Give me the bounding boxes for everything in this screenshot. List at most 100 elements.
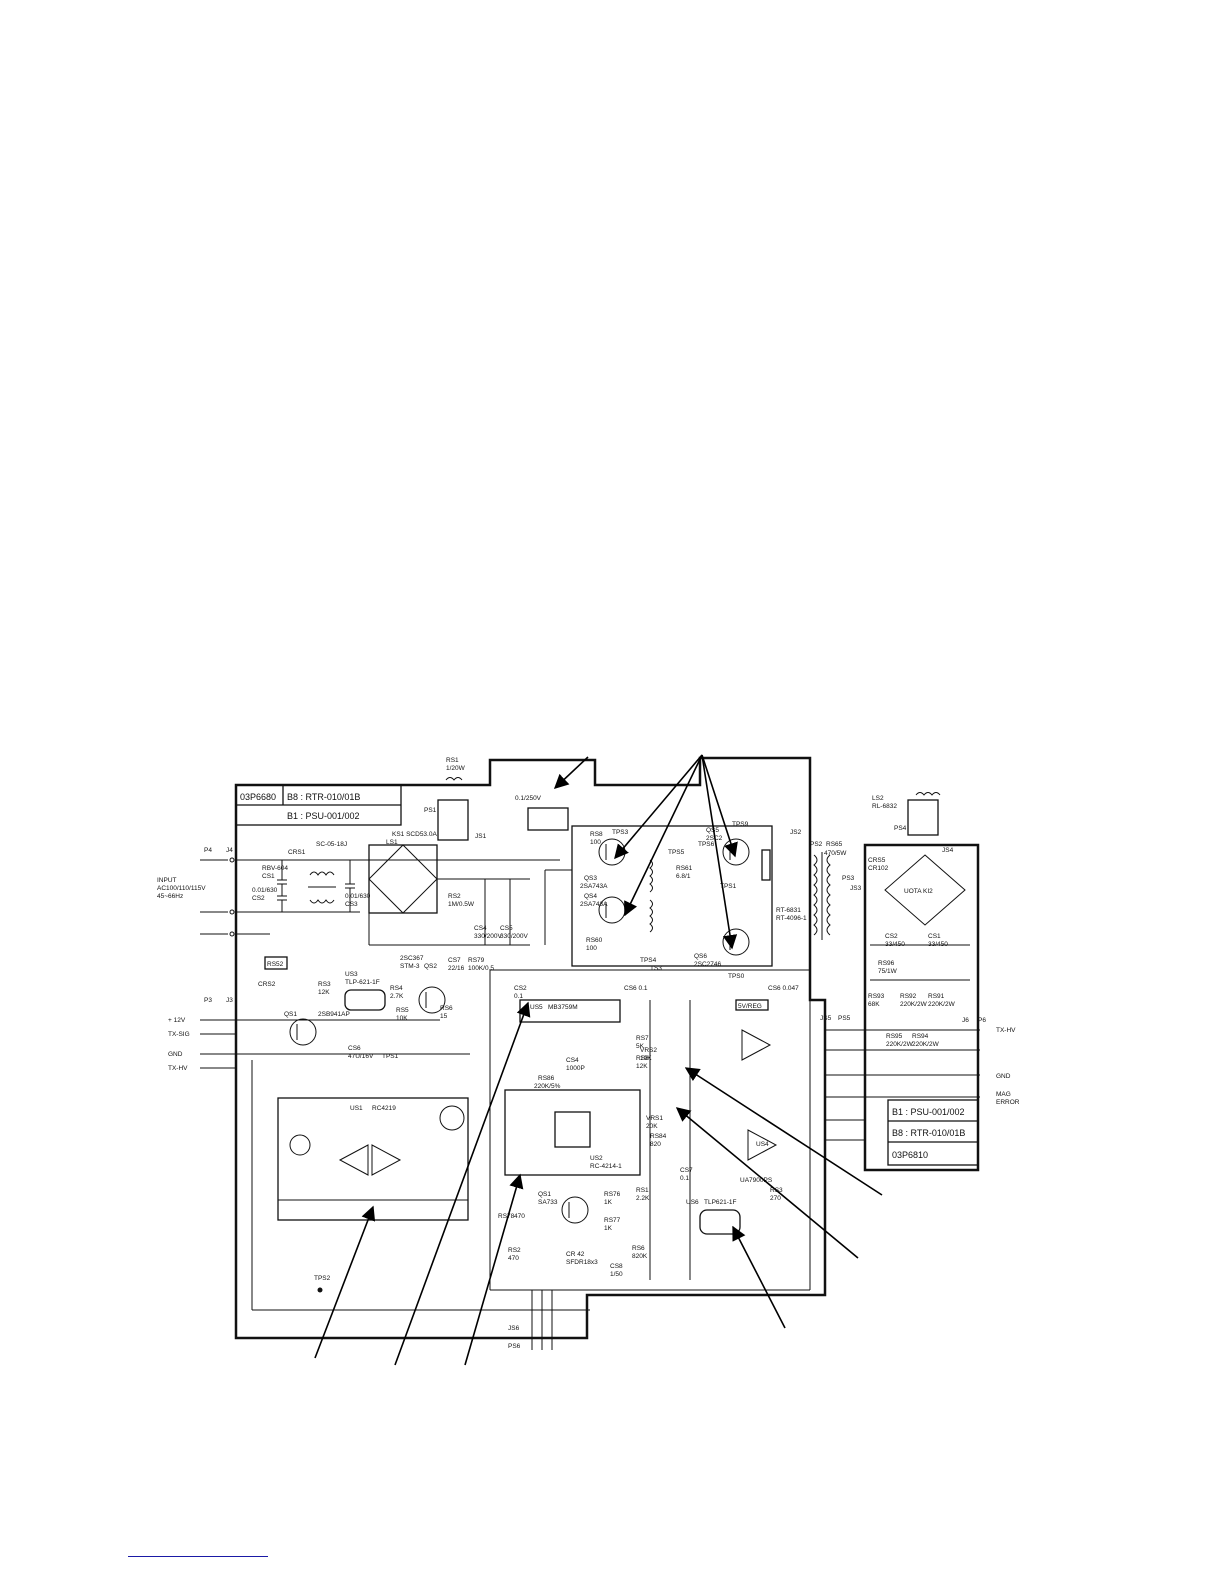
component-label-rt4096: RT-4096-1 bbox=[776, 915, 807, 922]
component-label-rs1: RS1 bbox=[446, 757, 459, 764]
label-connectors-p3: P3 bbox=[204, 997, 212, 1004]
label-connectors-j3: J3 bbox=[226, 997, 233, 1004]
component-label-crs5: CRS5 bbox=[868, 857, 886, 864]
component-label-us3v: TLP-621-1F bbox=[345, 979, 380, 986]
component-label-tps3: TPS3 bbox=[612, 829, 629, 836]
component-label-crs5v: CR102 bbox=[868, 865, 889, 872]
component-label-rs92v: 220K/2W bbox=[900, 1001, 928, 1008]
component-label-rs60v: 100 bbox=[586, 945, 597, 952]
component-label-us7: UA7900PS bbox=[740, 1177, 773, 1184]
annotation-arrows bbox=[314, 754, 883, 1366]
left-terminal-gnd: GND bbox=[168, 1051, 183, 1058]
component-label-us6v: TLP621-1F bbox=[704, 1199, 737, 1206]
component-label-cs62: CS2 bbox=[514, 985, 527, 992]
component-label-cs5: CS5 bbox=[500, 925, 513, 932]
arrow-to-us5 bbox=[394, 1001, 531, 1366]
component-label-rs61: RS61 bbox=[676, 865, 693, 872]
left-variant-a: B8 : RTR-010/01B bbox=[287, 792, 360, 802]
component-label-cs64v: 1000P bbox=[566, 1065, 585, 1072]
component-label-crs1v: RBV-604 bbox=[262, 865, 288, 872]
label-connectors-js5: JS5 bbox=[820, 1015, 832, 1022]
component-label-rs82v: 470 bbox=[508, 1255, 519, 1262]
left-control-section: P3 J3 + 12V TX-SIG GND TX-HV RS52 CRS2 R… bbox=[168, 955, 590, 1311]
label-connectors-js1: JS1 bbox=[475, 833, 487, 840]
component-label-cs62v: 0.1 bbox=[514, 993, 523, 1000]
label-connectors-ps3: PS3 bbox=[842, 875, 855, 882]
component-label-qs2: QS2 bbox=[424, 963, 437, 970]
component-label-rs65: RS65 bbox=[826, 841, 843, 848]
label-connectors-ps4: PS4 bbox=[894, 825, 907, 832]
label-connectors-ps2: PS2 bbox=[810, 841, 823, 848]
label-input_label-2: 45~66Hz bbox=[157, 893, 183, 900]
arrow-to-vrs2 bbox=[684, 1067, 883, 1196]
component-label-cs68: CS8 bbox=[610, 1263, 623, 1270]
component-label-rs56v: 15 bbox=[440, 1013, 448, 1020]
component-label-rs82: RS2 bbox=[508, 1247, 521, 1254]
component-label-rs95: RS95 bbox=[886, 1033, 903, 1040]
component-label-cs65: CS6 0.047 bbox=[768, 985, 799, 992]
component-label-ks1: KS1 SCD53.0A bbox=[392, 831, 437, 838]
component-label-ls1: LS1 bbox=[386, 839, 398, 846]
arrow-to-us1 bbox=[314, 1205, 376, 1359]
right-variant-b: B8 : RTR-010/01B bbox=[892, 1128, 965, 1138]
component-label-qs3: QS3 bbox=[584, 875, 597, 882]
input-section: P4 J4 INPUT AC100/110/115V 45~66Hz RBV-6… bbox=[157, 757, 569, 946]
component-label-ls1v: SC-05-18J bbox=[316, 841, 347, 848]
component-label-cs1bv: 33/450 bbox=[928, 941, 948, 948]
component-label-rs94v: 220K/2W bbox=[912, 1041, 940, 1048]
opamp-1 bbox=[741, 1029, 772, 1061]
component-label-rs1v: 1/20W bbox=[446, 765, 466, 772]
left-variant-b: B1 : PSU-001/002 bbox=[287, 811, 360, 821]
component-label-us5: US5 bbox=[530, 1004, 543, 1011]
component-label-tps1: TPS1 bbox=[720, 883, 737, 890]
component-label-rs96: RS96 bbox=[878, 960, 895, 967]
footnote-rule bbox=[128, 1556, 268, 1557]
arrow-to-us6 bbox=[732, 1225, 786, 1329]
component-label-rs76: RS76 bbox=[604, 1191, 621, 1198]
component-label-rs86v: 220K/5% bbox=[534, 1083, 561, 1090]
component-label-cs3: CS3 bbox=[345, 901, 358, 908]
component-label-rs53: RS3 bbox=[318, 981, 331, 988]
component-label-cs66: CS6 0.1 bbox=[624, 985, 648, 992]
component-label-rs91: RS91 bbox=[928, 993, 945, 1000]
component-label-bridge2: UOTA KI2 bbox=[904, 888, 933, 895]
component-label-ls2v: RL-6832 bbox=[872, 803, 897, 810]
right-terminal-gnd: GND bbox=[996, 1073, 1011, 1080]
label-connectors-ps5: PS5 bbox=[838, 1015, 851, 1022]
right-drawing-number: 03P6810 bbox=[892, 1150, 928, 1160]
component-label-us4: US4 bbox=[756, 1141, 769, 1148]
label-connectors-js4: JS4 bbox=[942, 847, 954, 854]
component-label-rs52: RS52 bbox=[267, 961, 284, 968]
component-label-us1: US1 bbox=[350, 1105, 363, 1112]
label-connectors-ps6: PS6 bbox=[508, 1343, 521, 1350]
component-label-rs61v: 6.8/1 bbox=[676, 873, 691, 880]
component-label-qs1v: 2SB941AP bbox=[318, 1011, 350, 1018]
component-label-cs67: CS7 bbox=[680, 1167, 693, 1174]
component-label-rs56b: RS6 bbox=[632, 1245, 645, 1252]
component-label-cs4v: 330/200V bbox=[474, 933, 502, 940]
label-connectors-js6: JS6 bbox=[508, 1325, 520, 1332]
component-label-vrs2: VRS2 bbox=[640, 1047, 657, 1054]
component-label-us2v: RC-4214-1 bbox=[590, 1163, 622, 1170]
transformer-ts3 bbox=[813, 854, 818, 936]
component-label-rs76v: 1K bbox=[604, 1199, 613, 1206]
component-label-rs56bv: 820K bbox=[632, 1253, 648, 1260]
component-label-qs6v: 2SC2746 bbox=[694, 961, 721, 968]
component-label-vrs2v: 10K bbox=[640, 1055, 652, 1062]
label-connectors-j4: J4 bbox=[226, 847, 233, 854]
right-title-block bbox=[887, 1099, 979, 1166]
component-label-rs86: RS86 bbox=[538, 1075, 555, 1082]
component-label-tps9: TPS9 bbox=[732, 821, 749, 828]
label-connectors-p4: P4 bbox=[204, 847, 212, 854]
component-label-crs1: CRS1 bbox=[288, 849, 306, 856]
inverter-section: QS3 2SA743A RS8 100 TPS3 QS4 2SA743A RS6… bbox=[544, 821, 862, 980]
component-label-rs93: RS93 bbox=[868, 993, 885, 1000]
component-label-qs6: QS6 bbox=[694, 953, 707, 960]
component-label-cs7: CS7 bbox=[448, 957, 461, 964]
label-input_label-1: AC100/110/115V bbox=[157, 885, 206, 892]
left-board-outline bbox=[234, 756, 827, 1340]
component-label-us1v: RC4219 bbox=[372, 1105, 396, 1112]
component-label-rs57: RS7 bbox=[636, 1035, 649, 1042]
component-label-ts3v: RT-6831 bbox=[776, 907, 801, 914]
component-label-ls2: LS2 bbox=[872, 795, 884, 802]
